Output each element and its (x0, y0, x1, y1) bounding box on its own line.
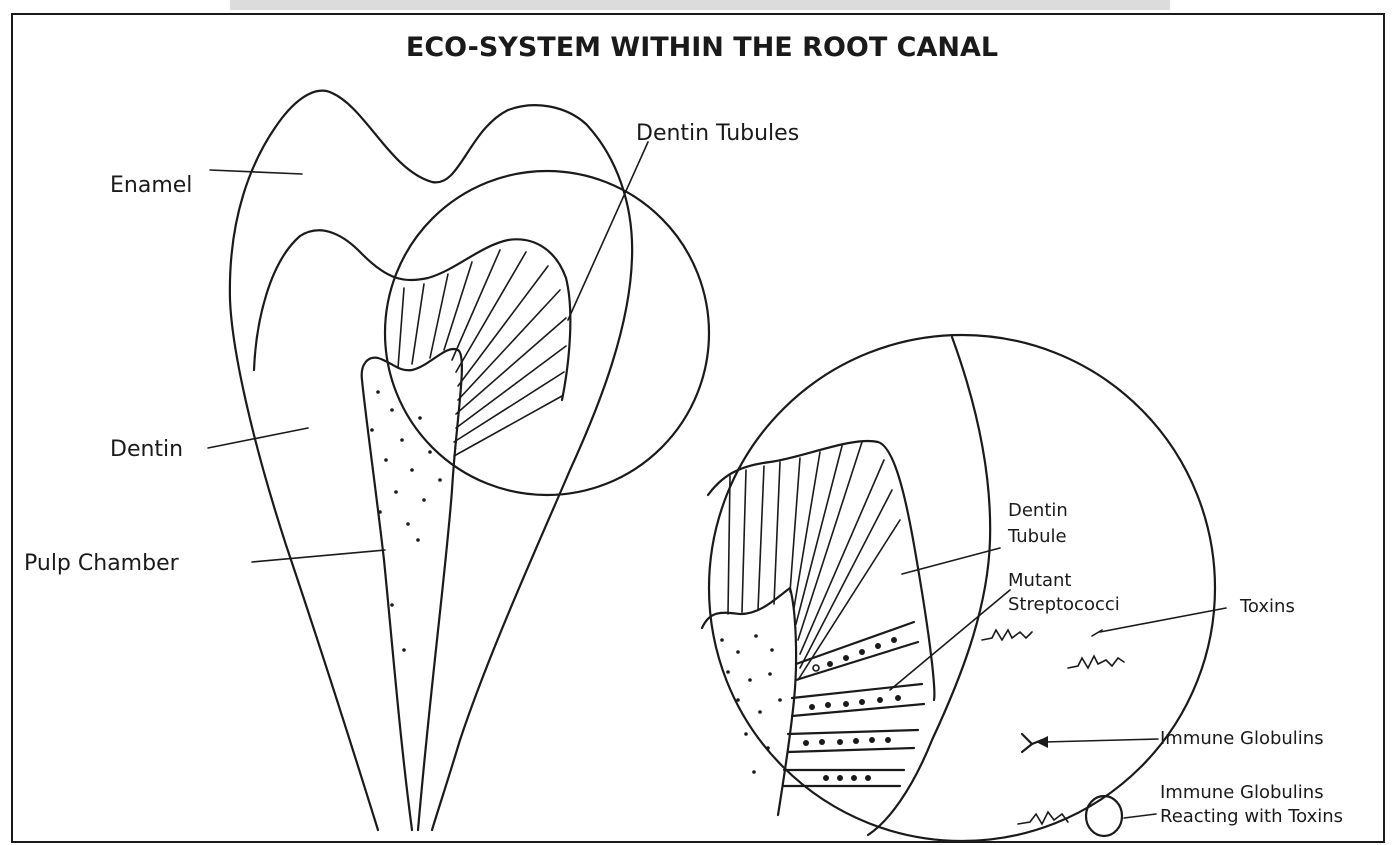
toxin-squiggle (1092, 630, 1102, 636)
dentin-boundary (868, 337, 990, 835)
diagram-title: ECO-SYSTEM WITHIN THE ROOT CANAL (406, 32, 998, 63)
label-mutant-2: Streptococci (1008, 594, 1120, 615)
crown-tubules (398, 250, 566, 456)
label-dentin: Dentin (110, 437, 183, 462)
label-enamel: Enamel (110, 173, 192, 198)
streptococci-dots (803, 637, 901, 781)
label-dentin-tubules: Dentin Tubules (636, 121, 799, 146)
label-dentin-tubule-2: Tubule (1007, 526, 1067, 547)
label-reacting-1: Immune Globulins (1160, 782, 1324, 803)
label-immune-globulins: Immune Globulins (1160, 728, 1324, 749)
label-mutant-1: Mutant (1008, 570, 1072, 591)
magnified-tubule-lines (728, 442, 900, 680)
tooth-drawing (230, 91, 709, 830)
tooth-outline (230, 91, 632, 830)
toxin-squiggle (1068, 656, 1124, 668)
pulp-speckles-magnified (720, 634, 782, 774)
reacting-globulin-ellipse (1086, 796, 1122, 836)
magnifier-circle-small (385, 171, 709, 495)
top-gray-bar (230, 0, 1170, 10)
tubule-bands (784, 622, 924, 786)
label-pulp-chamber: Pulp Chamber (24, 551, 180, 576)
magnified-view (702, 335, 1215, 841)
label-dentin-tubule-1: Dentin (1008, 500, 1068, 521)
leader-lines (208, 142, 1226, 818)
pulp-speckles (370, 390, 442, 652)
pulp-boundary-magnified (702, 588, 796, 815)
toxin-squiggle (982, 630, 1032, 640)
label-reacting-2: Reacting with Toxins (1160, 806, 1343, 827)
label-toxins: Toxins (1239, 596, 1295, 617)
